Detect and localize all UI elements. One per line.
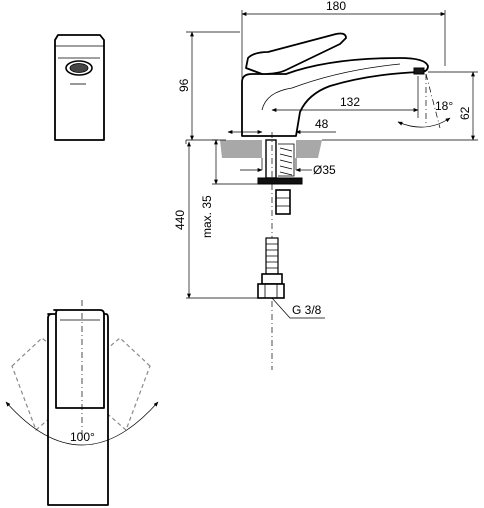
dim-height: 96 [177,78,191,92]
front-view [54,34,105,141]
countertop-right [296,140,322,158]
top-view: 100° [5,300,159,506]
dim-hose-length: 440 [173,210,187,230]
dim-outlet-height: 62 [458,106,472,120]
lever-handle [245,32,347,75]
dim-spout-angle: 18° [435,99,453,113]
hose-nut [257,283,285,299]
side-view: 180 96 132 62 18° 48 Ø35 max. 35 [173,0,478,370]
dim-hole-diameter: Ø35 [313,163,336,177]
locking-plate [257,177,303,185]
dim-overall-length: 180 [326,0,346,13]
dim-spout-reach: 132 [340,95,360,109]
dim-max-thickness: max. 35 [200,195,214,238]
mounting-rod [265,139,277,179]
countertop-left [220,140,262,158]
lever-right-position [95,337,151,432]
lever-top [53,309,105,409]
lever-left-position [11,337,67,432]
dim-thread: G 3/8 [292,303,322,317]
dim-base-center: 48 [315,117,329,131]
dim-swivel-angle: 100° [70,430,95,444]
